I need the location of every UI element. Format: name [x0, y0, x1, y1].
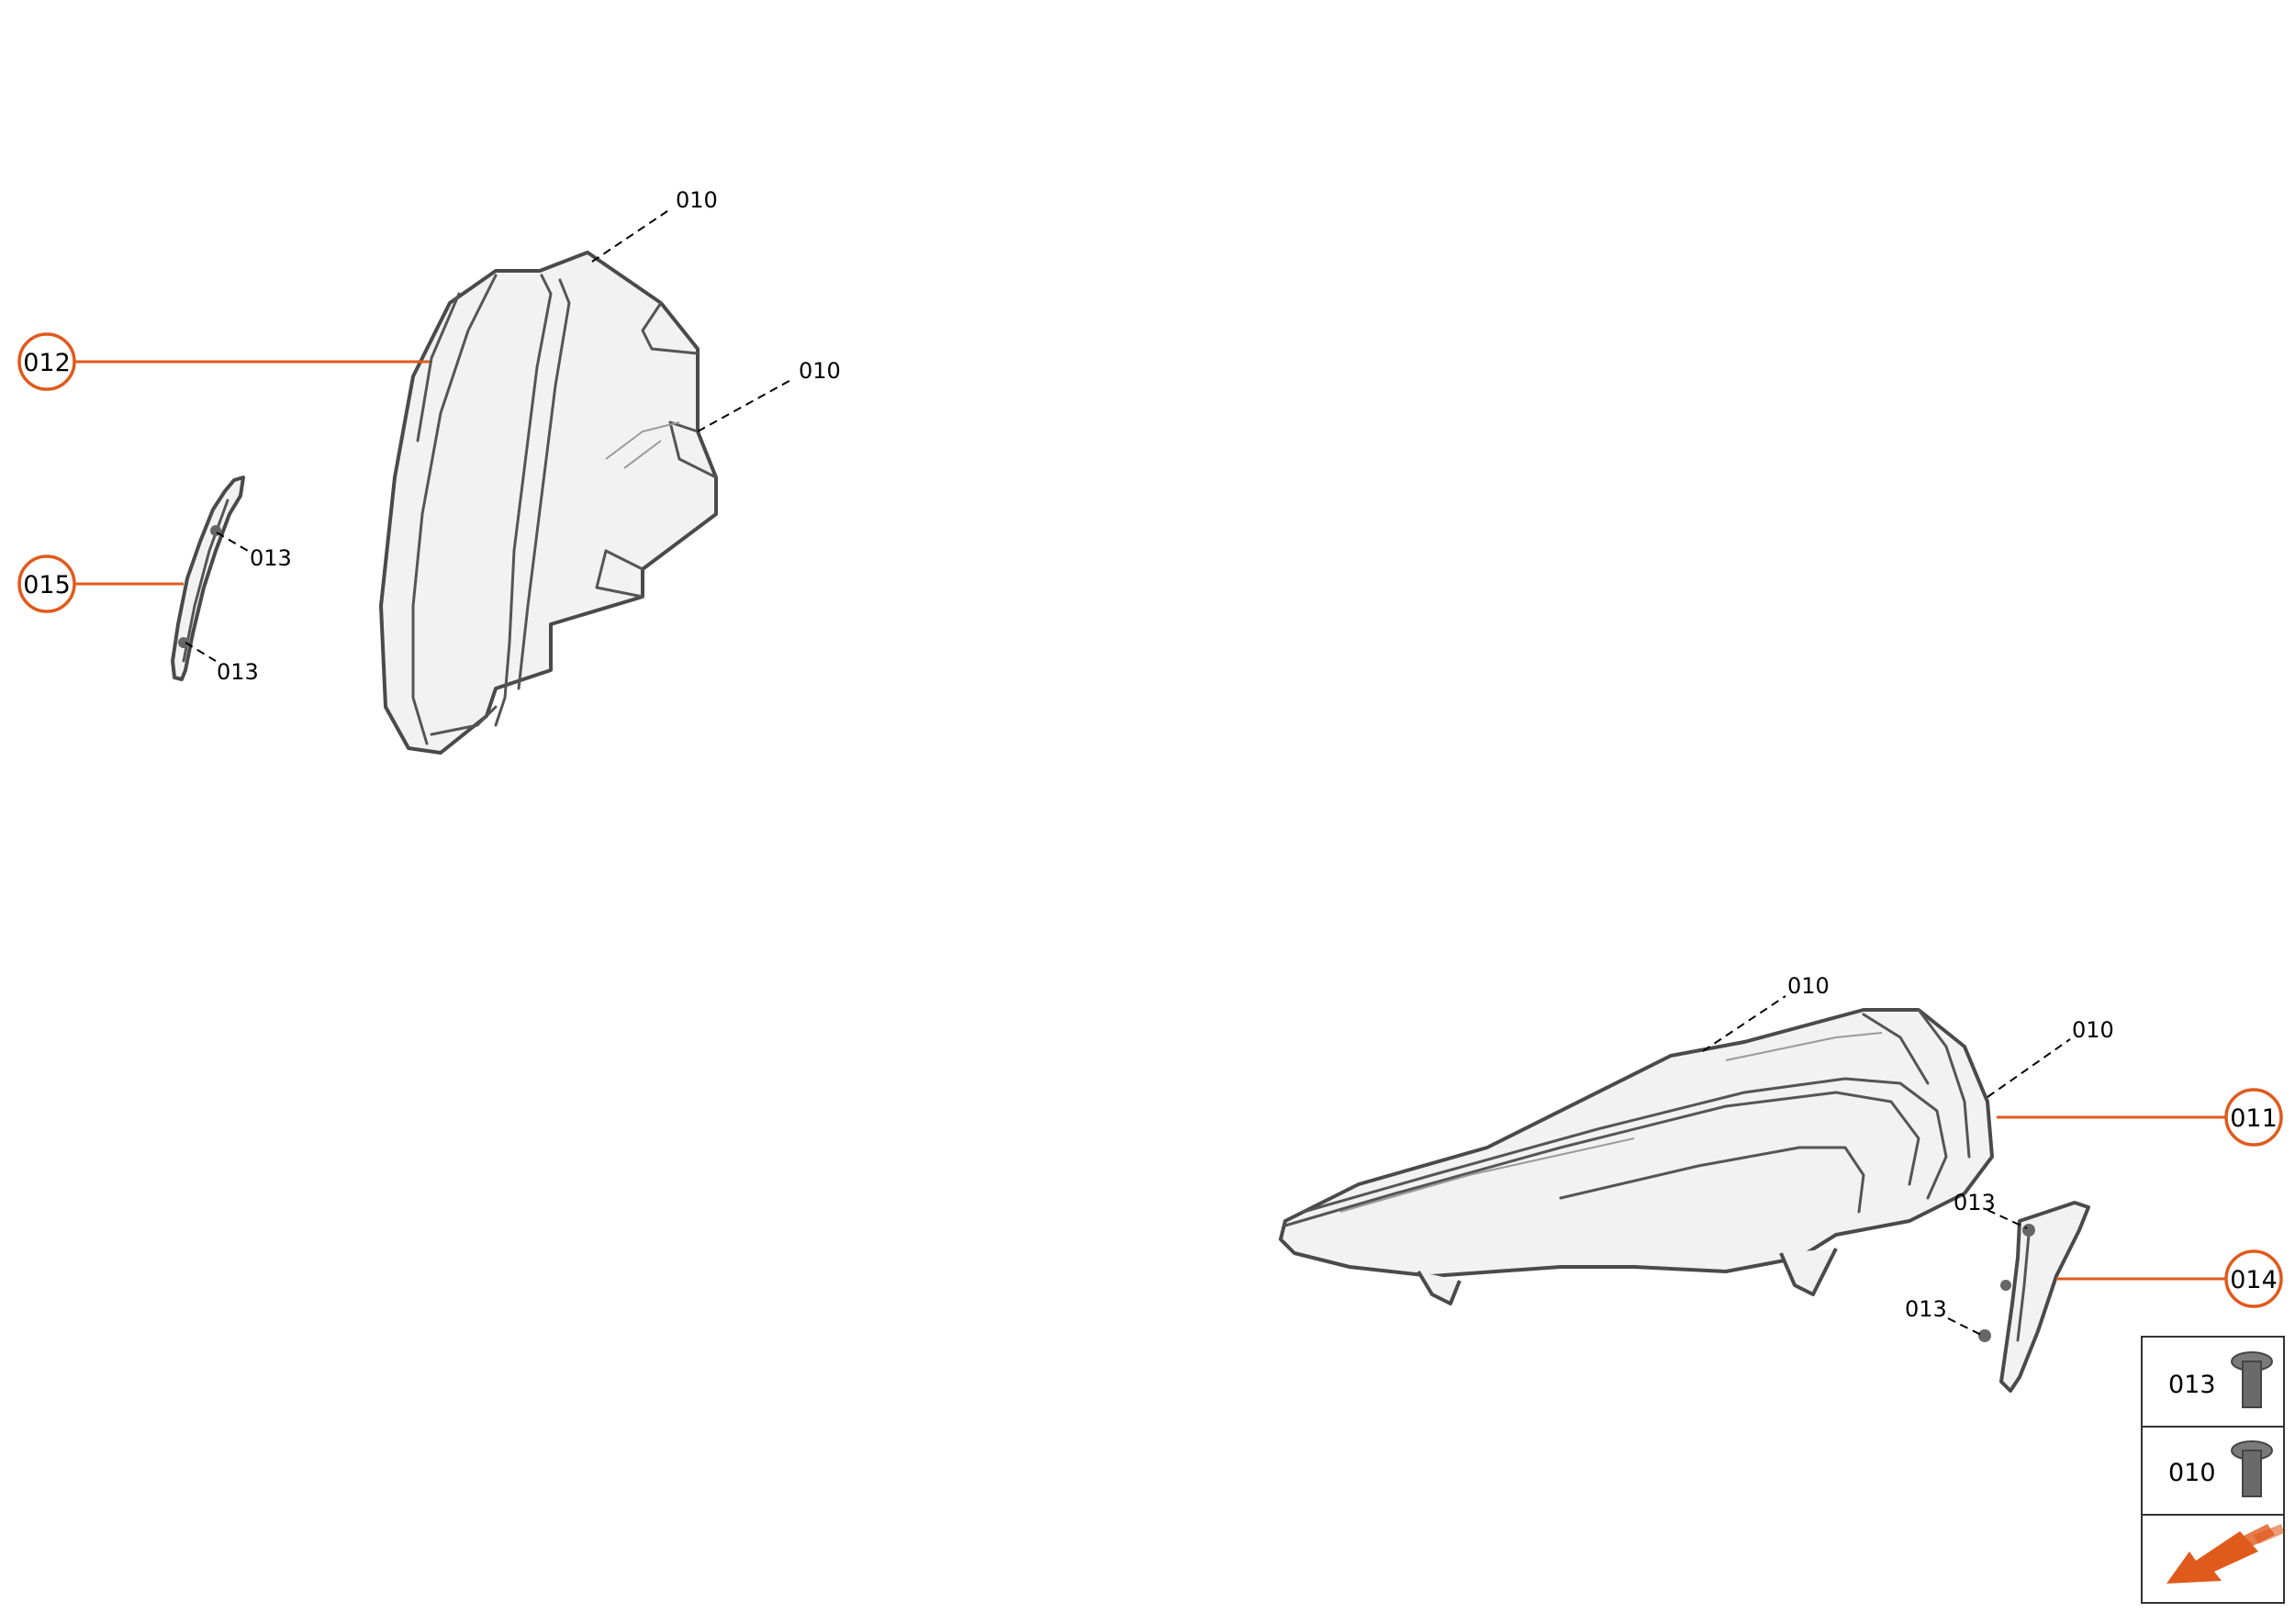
dash-trim-bottom	[185, 642, 217, 662]
label-h2-right[interactable]: 010	[2072, 1017, 2114, 1043]
callout-015[interactable]: 015	[17, 554, 76, 613]
label-trim2-top[interactable]: 013	[1954, 1190, 1996, 1215]
dash-h1-top	[591, 208, 671, 263]
fastener-legend: 013 010	[2141, 1336, 2285, 1604]
dash-h2-right	[1987, 1038, 2071, 1098]
dash-h2-top	[1702, 995, 1786, 1052]
label-trim-bottom[interactable]: 013	[217, 659, 259, 685]
label-trim2-bottom[interactable]: 013	[1905, 1296, 1947, 1322]
legend-label-013: 013	[2168, 1371, 2216, 1399]
callout-012[interactable]: 012	[17, 332, 76, 391]
orange-arrow-icon	[2166, 1524, 2284, 1584]
headlight-right-assembly[interactable]	[1279, 1008, 1994, 1305]
callout-014-label: 014	[2230, 1266, 2278, 1294]
callout-014[interactable]: 014	[2224, 1249, 2283, 1308]
callout-011-label: 011	[2230, 1104, 2278, 1133]
trim-strip-right[interactable]	[1978, 1201, 2090, 1393]
callout-015-label: 015	[23, 571, 71, 599]
callout-012-label: 012	[23, 349, 71, 377]
callout-011[interactable]: 011	[2224, 1088, 2283, 1147]
dash-trim2-bottom	[1947, 1317, 1984, 1337]
legend-label-010: 010	[2168, 1459, 2216, 1487]
screw-icon	[2231, 1440, 2273, 1497]
label-h1-side[interactable]: 010	[799, 358, 841, 384]
screw-icon	[2231, 1351, 2273, 1408]
trim-strip-left[interactable]	[171, 476, 245, 681]
dash-h1-side	[697, 377, 795, 432]
dash-trim-top	[216, 532, 249, 552]
label-h1-top[interactable]: 010	[676, 187, 718, 213]
dash-trim2-top	[1987, 1209, 2028, 1229]
headlight-left-assembly[interactable]	[379, 251, 718, 755]
label-h2-top[interactable]: 010	[1787, 973, 1830, 999]
label-trim-top[interactable]: 013	[250, 545, 292, 571]
